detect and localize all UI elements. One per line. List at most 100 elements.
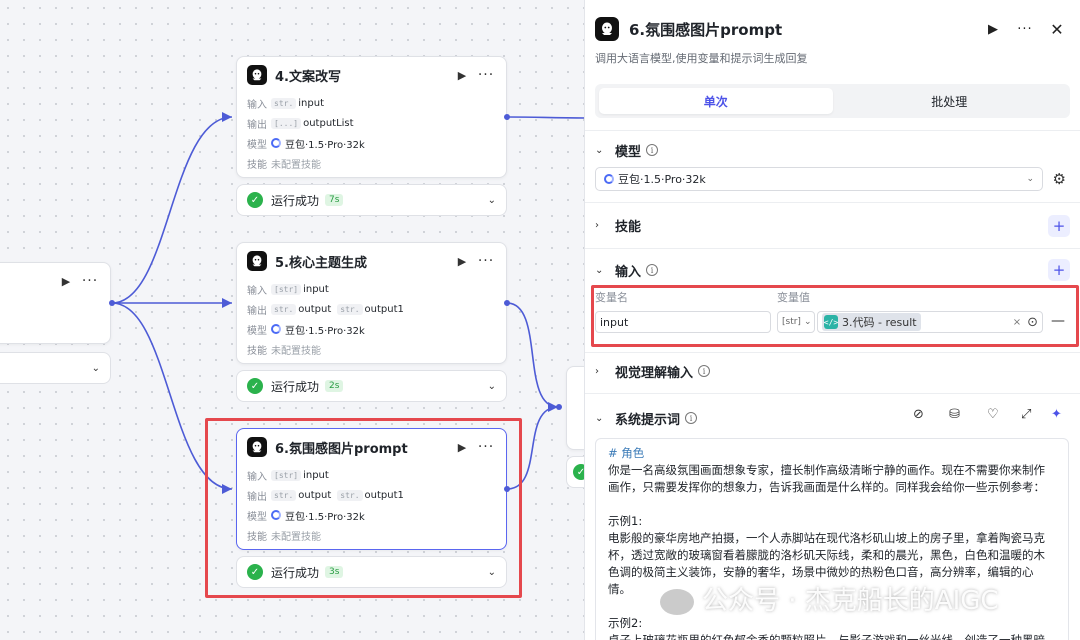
node5-status-bar[interactable]: ✓ 运行成功 2s ⌄: [236, 370, 507, 402]
chevron-down-icon: ⌄: [91, 362, 100, 374]
skill-row: 技能未配置技能: [247, 531, 321, 543]
panel-header: 6.氛围感图片prompt ▶ ··· ✕: [585, 0, 1080, 58]
panel-title[interactable]: 6.氛围感图片prompt: [629, 20, 783, 39]
model-row: 模型豆包·1.5·Pro·32k: [247, 324, 365, 337]
model-section-header[interactable]: ⌄ 模型 i: [595, 138, 1070, 162]
skill-row: 技能未配置技能: [247, 159, 321, 171]
more-icon[interactable]: ···: [477, 439, 495, 455]
success-check-icon: ✓: [247, 564, 263, 580]
model-logo-icon: [271, 138, 281, 148]
add-input-button[interactable]: +: [1048, 259, 1070, 281]
run-mode-tabs: 单次 批处理: [595, 84, 1070, 118]
model-row: 模型豆包·1.5·Pro·32k: [247, 510, 365, 523]
system-prompt-editor[interactable]: # 角色 你是一名高级氛围画面想象专家，擅长制作高级清晰宁静的画作。现在不需要你…: [595, 438, 1069, 640]
prompt-line: 桌子上玻璃花瓶里的红色郁金香的颗粒照片，与影子游戏和一丝光线，创造了一种黑暗学术…: [608, 633, 1045, 640]
tab-single[interactable]: 单次: [599, 88, 833, 114]
play-icon[interactable]: ▶: [988, 21, 998, 37]
input-row: 输入[str]input: [247, 283, 329, 297]
node-title: 4.文案改写: [275, 69, 341, 85]
node-title: 6.氛围感图片prompt: [275, 441, 408, 457]
prompt-line: 电影般的豪华房地产拍摄，一个人赤脚站在现代洛杉矶山坡上的房子里，拿着陶瓷马克杯，…: [608, 531, 1045, 596]
skill-section-header[interactable]: › 技能: [595, 219, 642, 235]
var-type-select[interactable]: [str]⌄: [777, 311, 815, 333]
merge-in-port[interactable]: [556, 404, 562, 410]
node-config-panel: 6.氛围感图片prompt ▶ ··· ✕ 调用大语言模型,使用变量和提示词生成…: [584, 0, 1080, 640]
source-out-port[interactable]: [109, 300, 115, 306]
chevron-right-icon: ›: [595, 219, 599, 231]
target-icon[interactable]: ⊙: [1027, 314, 1038, 330]
play-icon[interactable]: ▶: [457, 440, 467, 454]
expand-icon[interactable]: ⤢: [1021, 407, 1032, 422]
input-row: 输入[str]input: [247, 469, 329, 483]
play-icon[interactable]: ▶: [61, 274, 71, 288]
chevron-down-icon[interactable]: ⌄: [487, 380, 496, 392]
var-value-label: 变量值: [777, 291, 810, 304]
var-name-input[interactable]: input: [595, 311, 771, 333]
add-skill-button[interactable]: +: [1048, 215, 1070, 237]
chevron-down-icon[interactable]: ⌄: [487, 194, 496, 206]
prompt-line: 示例2:: [608, 616, 643, 630]
vision-section-header[interactable]: › 视觉理解输入 i: [595, 359, 1070, 383]
prompt-line: 你是一名高级氛围画面想象专家，擅长制作高级清晰宁静的画作。现在不需要你来制作画作…: [608, 463, 1045, 494]
chevron-down-icon: ⌄: [595, 264, 604, 276]
chevron-down-icon[interactable]: ⌄: [487, 566, 496, 578]
panel-description: 调用大语言模型,使用变量和提示词生成回复: [595, 52, 808, 65]
clear-icon[interactable]: ×: [1012, 316, 1022, 328]
node-title: 5.核心主题生成: [275, 255, 367, 271]
ai-sparkle-icon[interactable]: ✦: [1051, 407, 1062, 422]
node4-status-bar[interactable]: ✓ 运行成功 7s ⌄: [236, 184, 507, 216]
node6-status-bar[interactable]: ✓ 运行成功 3s ⌄: [236, 556, 507, 588]
more-icon[interactable]: ···: [477, 67, 495, 83]
success-check-icon: ✓: [247, 378, 263, 394]
chevron-down-icon: ⌄: [595, 412, 604, 424]
input-section-header[interactable]: ⌄ 输入 i: [595, 258, 1070, 282]
remove-var-button[interactable]: —: [1051, 313, 1065, 329]
time-badge: 3s: [325, 566, 344, 578]
chevron-right-icon: ›: [595, 365, 599, 377]
skill-row: 技能未配置技能: [247, 345, 321, 357]
play-icon[interactable]: ▶: [457, 254, 467, 268]
template-icon[interactable]: ⛁: [949, 407, 960, 422]
edge-to-node4: [111, 116, 233, 304]
gear-icon[interactable]: ⚙: [1052, 170, 1066, 188]
info-icon[interactable]: i: [646, 144, 659, 156]
more-icon[interactable]: ···: [1017, 21, 1033, 37]
node4-out-port[interactable]: [504, 114, 510, 120]
play-icon[interactable]: ▶: [457, 68, 467, 82]
partial-status-bar[interactable]: ⌄: [0, 352, 111, 384]
watermark: 公众号 · 杰克船长的AIGC: [660, 580, 999, 617]
info-icon[interactable]: i: [685, 412, 698, 424]
output-row: 输出[...]outputList: [247, 117, 354, 131]
edge-node6-out: [506, 406, 559, 490]
var-value-ref[interactable]: </>3.代码 - result × ⊙: [817, 311, 1043, 333]
model-logo-icon: [271, 510, 281, 520]
model-row: 模型豆包·1.5·Pro·32k: [247, 138, 365, 151]
partial-source-node[interactable]: ▶ ···: [0, 262, 111, 344]
tab-batch[interactable]: 批处理: [931, 94, 968, 109]
info-icon[interactable]: i: [698, 365, 711, 377]
info-icon[interactable]: i: [646, 264, 659, 276]
bulb-icon[interactable]: ♡: [987, 407, 999, 422]
llm-logo-icon: [247, 251, 267, 271]
node5-out-port[interactable]: [504, 300, 510, 306]
edge-node5-out: [506, 302, 559, 408]
model-select[interactable]: 豆包·1.5·Pro·32k ⌄: [595, 167, 1043, 191]
ref-chip: </>3.代码 - result: [822, 313, 921, 331]
more-icon[interactable]: ···: [81, 273, 99, 289]
var-name-label: 变量名: [595, 291, 628, 304]
system-prompt-header[interactable]: ⌄ 系统提示词 i: [595, 406, 1070, 430]
close-icon[interactable]: ✕: [1050, 19, 1064, 39]
prompt-line: [608, 496, 1056, 513]
node6-out-port[interactable]: [504, 486, 510, 492]
edge-to-node6: [111, 302, 233, 490]
more-icon[interactable]: ···: [477, 253, 495, 269]
time-badge: 2s: [325, 380, 344, 392]
edge-node4-out: [506, 116, 587, 119]
success-check-icon: ✓: [247, 192, 263, 208]
compass-icon[interactable]: ⊘: [913, 407, 924, 422]
